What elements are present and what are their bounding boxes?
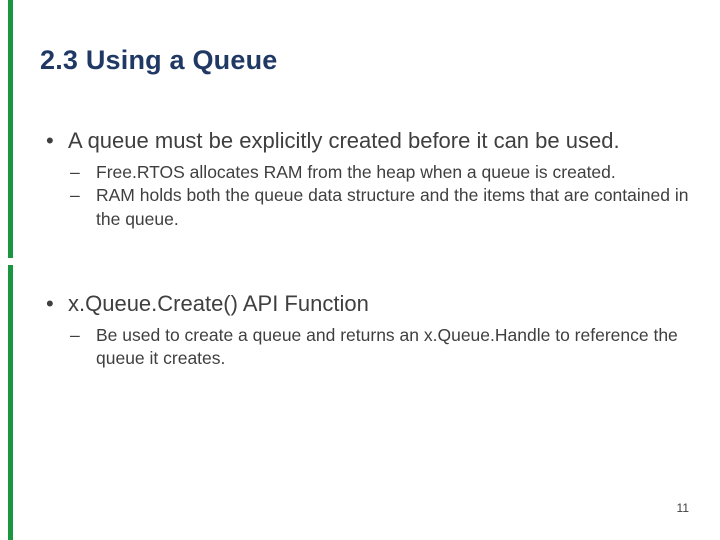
sub-bullet-item-2-1-text: Be used to create a queue and returns an… xyxy=(96,324,678,369)
sub-bullet-item-2-1: – Be used to create a queue and returns … xyxy=(40,324,700,371)
dash-marker: – xyxy=(70,162,80,183)
dash-marker: – xyxy=(70,185,80,206)
sub-bullet-item-1-2: – RAM holds both the queue data structur… xyxy=(40,184,700,231)
bullet-item-1: • A queue must be explicitly created bef… xyxy=(40,126,700,155)
bullet-item-1-text: A queue must be explicitly created befor… xyxy=(68,128,620,153)
bullet-item-2-text: x.Queue.Create() API Function xyxy=(68,290,369,316)
left-accent-bar-gap xyxy=(6,258,15,265)
bullet-marker: • xyxy=(46,290,54,316)
left-accent-bar xyxy=(8,0,13,540)
page-number: 11 xyxy=(676,501,689,515)
bullet-marker: • xyxy=(46,128,54,153)
slide-content: • A queue must be explicitly created bef… xyxy=(40,126,700,370)
sub-bullet-item-1-1: – Free.RTOS allocates RAM from the heap … xyxy=(40,161,700,184)
sub-bullet-item-1-2-text: RAM holds both the queue data structure … xyxy=(96,185,689,229)
bullet-item-2: • x.Queue.Create() API Function xyxy=(40,289,700,318)
page-title: 2.3 Using a Queue xyxy=(40,45,278,75)
sub-bullet-item-1-1-text: Free.RTOS allocates RAM from the heap wh… xyxy=(96,162,616,183)
dash-marker: – xyxy=(70,324,80,345)
